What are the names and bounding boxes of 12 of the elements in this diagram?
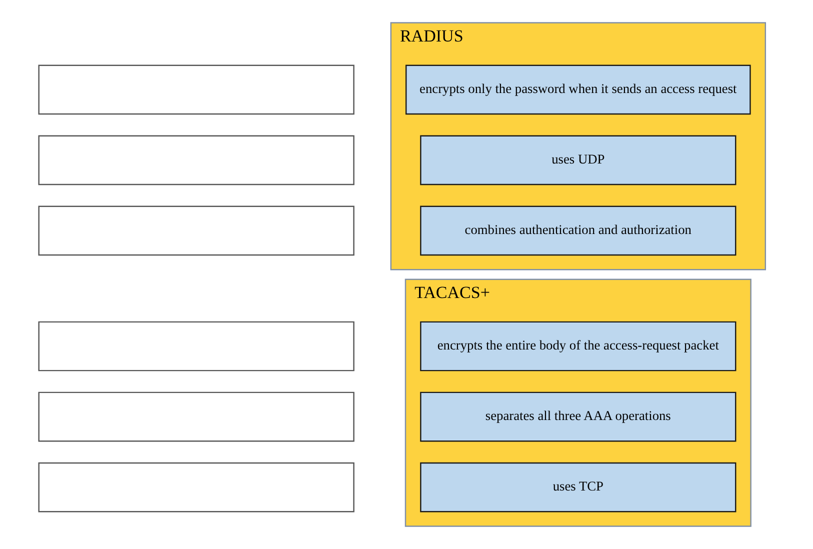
node-box: combines authentication and authorization bbox=[420, 206, 736, 256]
node-box bbox=[38, 392, 354, 442]
node-box: uses TCP bbox=[420, 462, 736, 512]
node-box bbox=[38, 64, 354, 115]
node-box: separates all three AAA operations bbox=[420, 392, 736, 442]
node-box: encrypts only the password when it sends an access request bbox=[404, 64, 750, 115]
node-box: encrypts the entire body of the access-request packet bbox=[420, 321, 736, 372]
node-box bbox=[38, 462, 354, 512]
node-box bbox=[38, 206, 354, 256]
node-box: uses UDP bbox=[420, 135, 736, 186]
node-box bbox=[38, 321, 354, 372]
node-box bbox=[38, 135, 354, 186]
